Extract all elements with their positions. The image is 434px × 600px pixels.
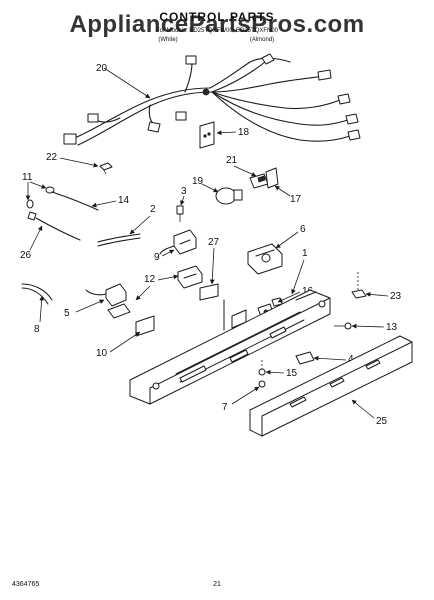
callout-11: 11: [22, 172, 33, 183]
leader-6: [275, 231, 299, 249]
leader-2: [129, 215, 151, 235]
callout-13: 13: [386, 322, 398, 333]
callout-17: 17: [290, 194, 302, 205]
leader-4: [313, 355, 347, 361]
callout-14: 14: [118, 195, 130, 206]
leader-5: [75, 299, 105, 313]
diagram-header: CONTROL PARTS For Models: ED25TQXFW00, E…: [156, 10, 279, 43]
part-8-tubing: [21, 283, 53, 305]
leader-1: [291, 259, 305, 295]
leader-22: [59, 157, 99, 168]
callout-2: 2: [150, 204, 156, 215]
callout-23: 23: [390, 291, 402, 302]
part-6-thermostat: [247, 243, 283, 275]
callout-25: 25: [376, 416, 388, 427]
callout-1: 1: [302, 248, 308, 259]
part-4-clip: [295, 351, 315, 365]
leader-7: [231, 386, 260, 405]
leader-27: [209, 247, 215, 285]
part-2-tubing: [97, 233, 141, 247]
leader-9: [161, 249, 175, 257]
callout-6: 6: [300, 224, 306, 235]
model-list: For Models: ED25TQXFW00, ED25TQXFN00: [156, 28, 279, 34]
part-22-clip: [99, 162, 113, 175]
part-11-connector: [26, 186, 55, 209]
diagram-title: CONTROL PARTS: [159, 10, 274, 24]
leader-16: [277, 291, 301, 303]
part-26-wire: [27, 211, 81, 241]
color-label-almond: (Almond): [250, 37, 274, 43]
callout-12: 12: [144, 274, 156, 285]
leader-17: [274, 185, 291, 197]
part-1-control-housing: [129, 289, 331, 405]
part-23-bracket: [351, 272, 367, 299]
part-27-label: [199, 283, 219, 301]
callout-21: 21: [226, 155, 238, 166]
part-15-screw: [258, 360, 266, 376]
callout-19: 19: [192, 176, 204, 187]
callout-15: 15: [286, 368, 298, 379]
leader-11b: [29, 181, 47, 189]
callout-3: 3: [181, 186, 187, 197]
part-12-switch: [177, 265, 203, 289]
leader-25: [351, 399, 375, 419]
callout-20: 20: [96, 63, 108, 74]
callout-26: 26: [20, 250, 32, 261]
leader-12a: [157, 274, 179, 281]
leader-12b: [135, 285, 151, 301]
leader-15: [265, 369, 285, 375]
leader-19: [201, 183, 219, 193]
document-number: 4364765: [12, 581, 39, 588]
callout-7: 7: [222, 402, 228, 413]
part-19-light-bulb: [215, 187, 243, 205]
callout-8: 8: [34, 324, 40, 335]
part-20-wire-harness: [63, 53, 361, 146]
part-25-control-panel: [249, 335, 413, 437]
watermark-text: AppliancePartsPros.com: [69, 11, 364, 38]
leader-18: [216, 130, 237, 136]
callout-18: 18: [238, 127, 250, 138]
part-5-switch: [85, 283, 131, 319]
part-17-socket-bracket: [265, 167, 279, 189]
part-18-bracket: [199, 121, 215, 149]
callout-27: 27: [208, 237, 220, 248]
leader-20: [103, 67, 151, 99]
leader-10: [109, 331, 141, 353]
leader-13: [351, 323, 385, 329]
color-label-white: (White): [158, 37, 177, 43]
leader-23: [365, 292, 389, 297]
callout-22: 22: [46, 152, 58, 163]
callout-5: 5: [64, 308, 70, 319]
part-13-screw: [334, 322, 352, 330]
leader-8: [39, 295, 45, 323]
callout-4: 4: [348, 354, 354, 365]
leader-3: [180, 195, 185, 206]
callout-10: 10: [96, 348, 108, 359]
leader-26: [29, 225, 43, 251]
leader-21: [233, 165, 257, 177]
callout-9: 9: [154, 252, 160, 263]
part-7-screw: [258, 380, 266, 388]
part-9-switch: [159, 229, 197, 255]
part-14-wire: [51, 191, 99, 211]
page-number: 21: [213, 581, 221, 588]
part-3-screw: [176, 205, 184, 222]
part-21-socket: [249, 173, 269, 189]
leader-14: [91, 200, 117, 208]
part-10-label: [135, 315, 155, 337]
